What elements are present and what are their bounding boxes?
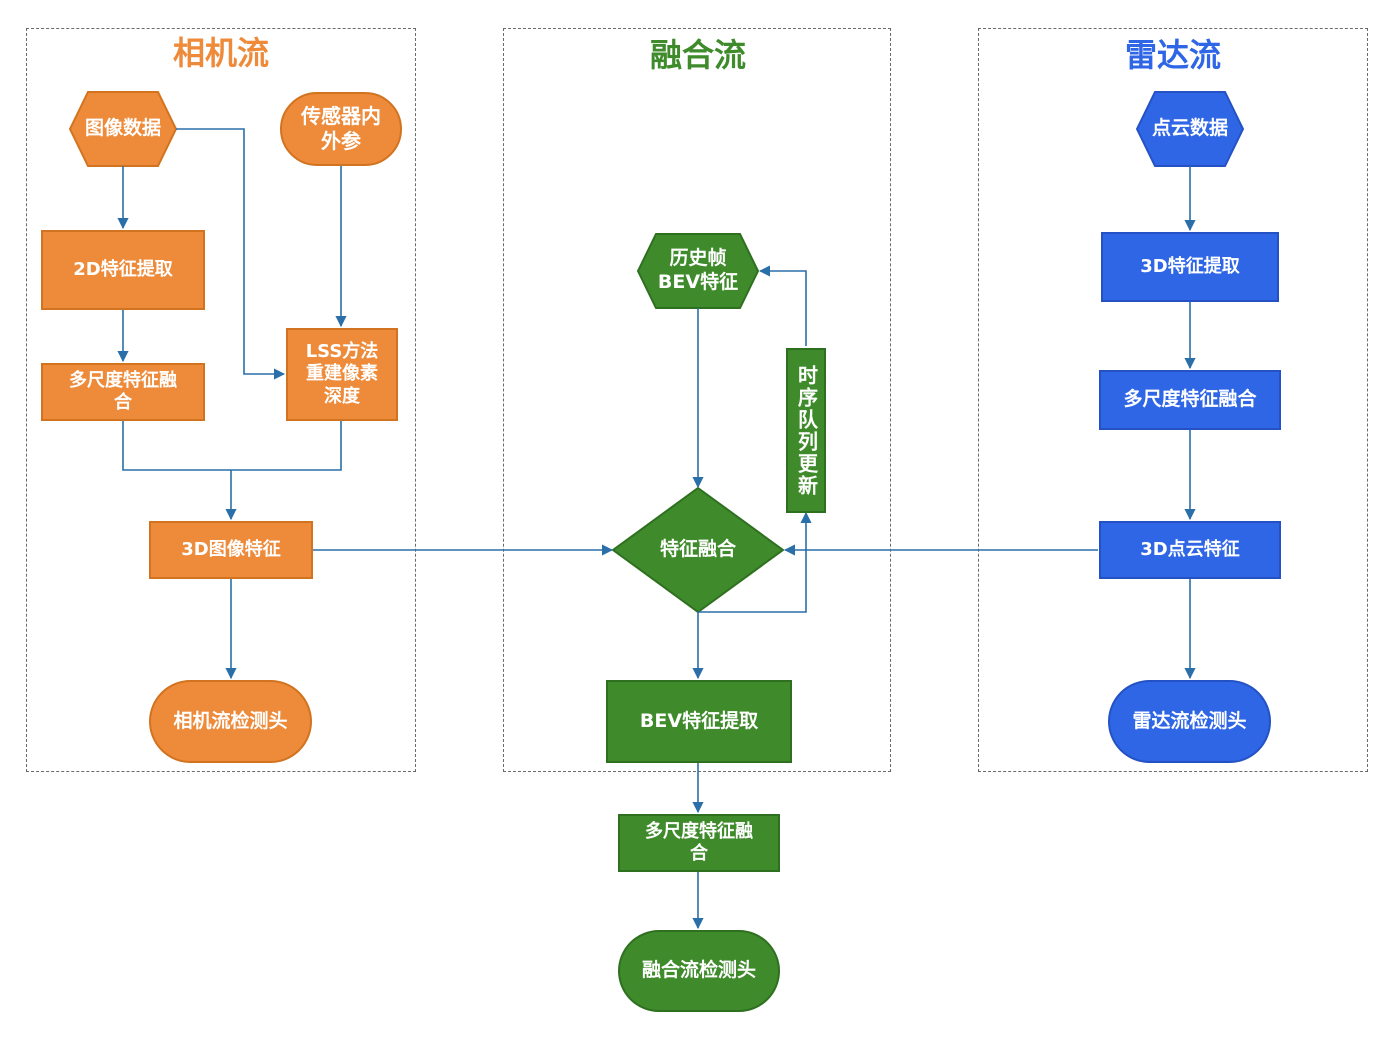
radar-3d-feature-extraction-node: 3D特征提取 xyxy=(1101,232,1279,302)
camera-stream-frame xyxy=(26,28,416,772)
camera-detection-head-node: 相机流检测头 xyxy=(149,680,312,763)
camera-2d-feature-extraction-node: 2D特征提取 xyxy=(41,230,205,310)
radar-stream-title: 雷达流 xyxy=(1124,36,1221,74)
fusion-stream-title: 融合流 xyxy=(649,36,746,74)
radar-point-cloud-hexagon xyxy=(1135,91,1245,167)
radar-detection-head-node: 雷达流检测头 xyxy=(1108,680,1271,763)
camera-stream-title: 相机流 xyxy=(172,34,269,72)
radar-stream-frame xyxy=(978,28,1368,772)
fusion-bev-feature-extraction-node: BEV特征提取 xyxy=(606,680,792,763)
fusion-multiscale-fusion-node: 多尺度特征融 合 xyxy=(618,814,780,872)
fusion-feature-fusion-diamond xyxy=(611,486,785,614)
camera-3d-image-feature-node: 3D图像特征 xyxy=(149,521,313,579)
fusion-history-bev-hexagon xyxy=(636,233,760,309)
fusion-temporal-queue-update-node: 时序队列更新 xyxy=(786,348,826,513)
camera-sensor-params-node: 传感器内 外参 xyxy=(280,92,402,166)
camera-multiscale-fusion-node: 多尺度特征融 合 xyxy=(41,363,205,421)
radar-multiscale-fusion-node: 多尺度特征融合 xyxy=(1099,370,1281,430)
radar-3d-point-cloud-feature-node: 3D点云特征 xyxy=(1099,521,1281,579)
camera-image-data-hexagon xyxy=(68,91,178,167)
fusion-stream-frame xyxy=(503,28,891,772)
camera-lss-depth-node: LSS方法 重建像素 深度 xyxy=(286,328,398,421)
fusion-detection-head-node: 融合流检测头 xyxy=(618,930,780,1012)
